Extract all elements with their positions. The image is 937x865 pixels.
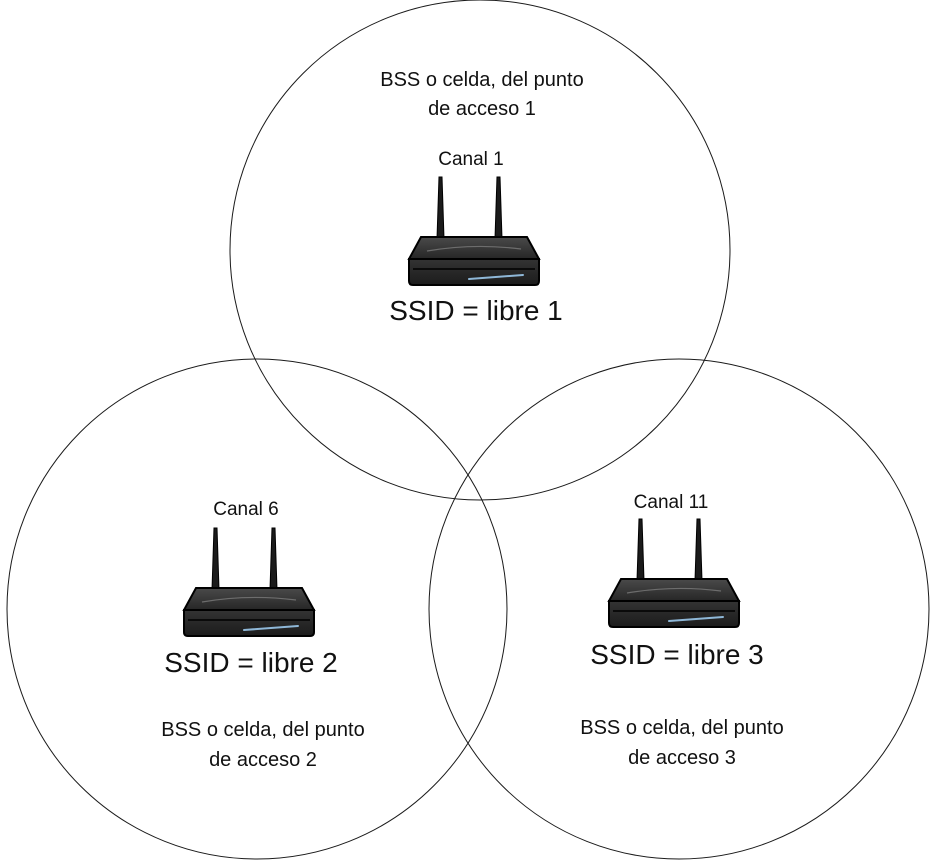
cell-1: BSS o celda, del punto de acceso 1 Canal… <box>380 69 583 326</box>
cell-2-description-line-2: de acceso 2 <box>209 749 317 771</box>
cell-2-description-line-1: BSS o celda, del punto <box>161 719 364 741</box>
cell-3: Canal 11 SSID = libre 3 BSS o celda, del… <box>580 492 783 769</box>
cell-2-circle <box>6 358 508 860</box>
cell-2-channel-label: Canal 6 <box>213 499 279 520</box>
wireless-router-icon <box>183 527 315 637</box>
cell-1-circle <box>229 0 731 501</box>
cell-3-description-line-2: de acceso 3 <box>628 747 736 769</box>
cell-3-channel-label: Canal 11 <box>634 492 709 513</box>
cell-1-channel-label: Canal 1 <box>438 149 504 170</box>
cell-3-description-line-1: BSS o celda, del punto <box>580 717 783 739</box>
wireless-router-icon <box>608 518 740 628</box>
cell-3-circle <box>428 358 930 860</box>
cell-1-description-line-2: de acceso 1 <box>428 98 536 120</box>
cell-1-ssid-label: SSID = libre 1 <box>389 295 563 326</box>
cell-2-ssid-label: SSID = libre 2 <box>164 647 338 678</box>
cell-2: Canal 6 SSID = libre 2 BSS o celda, del … <box>161 499 364 771</box>
cell-3-ssid-label: SSID = libre 3 <box>590 639 764 670</box>
wireless-router-icon <box>408 176 540 286</box>
cell-1-description-line-1: BSS o celda, del punto <box>380 69 583 91</box>
